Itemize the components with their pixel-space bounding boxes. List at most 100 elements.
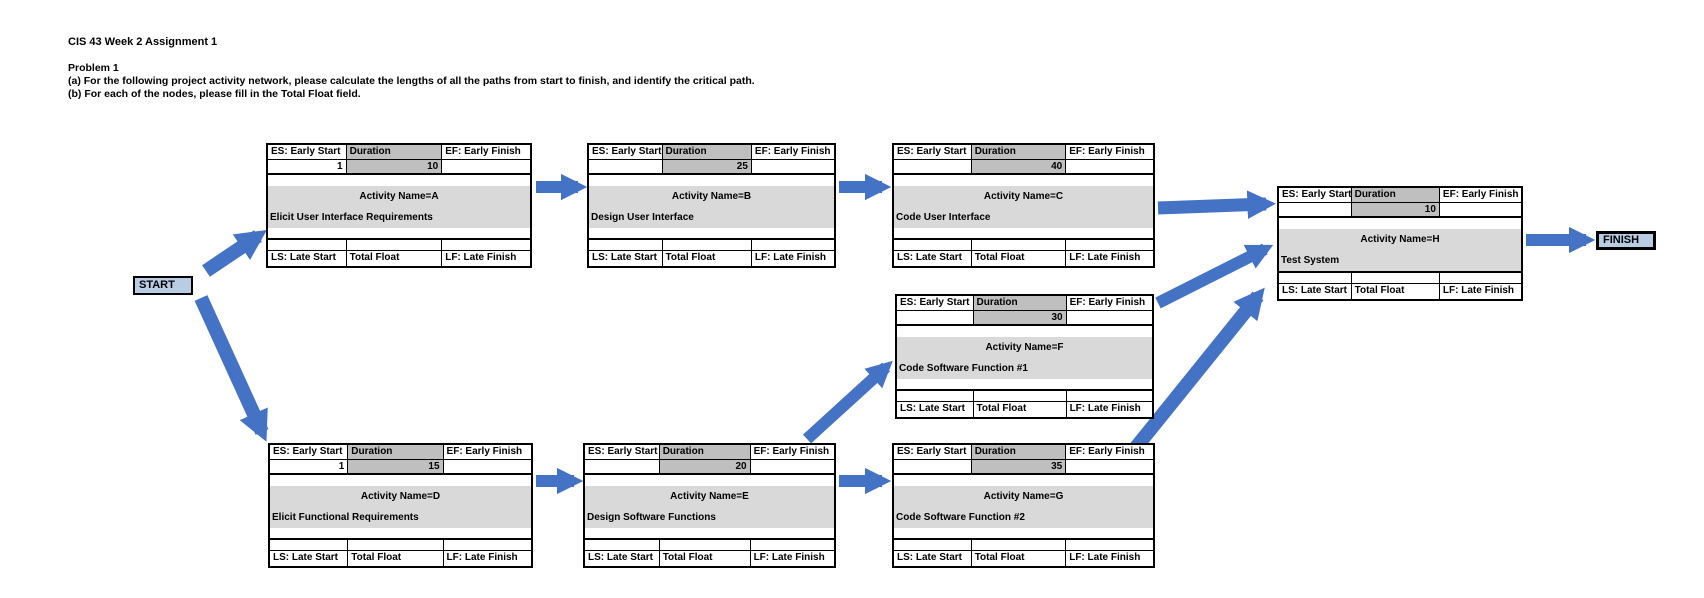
lf-value <box>1067 391 1152 401</box>
start-node: START <box>133 276 193 295</box>
total-float-value <box>1352 273 1440 283</box>
es-value: 1 <box>268 160 347 173</box>
duration-value: 30 <box>973 311 1067 324</box>
arrow-C-H <box>1157 190 1277 219</box>
ef-value <box>1440 203 1521 216</box>
duration-label: Duration <box>971 445 1067 459</box>
total-float-value <box>347 240 443 250</box>
es-value <box>894 160 972 173</box>
arrow-START-D <box>194 295 269 442</box>
instruction-a: (a) For the following project activity n… <box>68 75 755 87</box>
total-float-label: Total Float <box>1352 284 1440 299</box>
ls-label: LS: Late Start <box>894 251 972 266</box>
ef-label: EF: Early Finish <box>1442 189 1519 200</box>
es-value: 1 <box>270 460 349 473</box>
total-float-label: Total Float <box>347 251 443 266</box>
total-float-value <box>348 540 444 550</box>
duration-label: Duration <box>973 296 1067 310</box>
ls-value <box>270 540 349 550</box>
ls-value <box>897 391 974 401</box>
ls-value <box>1279 273 1352 283</box>
lf-label: LF: Late Finish <box>445 252 517 263</box>
duration-label: Duration <box>348 445 444 459</box>
activity-description: Code Software Function #2 <box>894 507 1153 528</box>
ls-label: LS: Late Start <box>268 251 347 266</box>
es-label: ES: Early Start <box>270 445 349 459</box>
lf-value <box>444 540 531 550</box>
ef-value <box>1066 160 1153 173</box>
activity-name: Activity Name=G <box>894 486 1153 507</box>
lf-label: LF: Late Finish <box>1069 252 1141 263</box>
ef-label: EF: Early Finish <box>1069 297 1146 308</box>
ls-label: LS: Late Start <box>894 551 972 566</box>
es-label: ES: Early Start <box>897 296 974 310</box>
total-float-value <box>660 540 751 550</box>
lf-label: LF: Late Finish <box>1069 552 1141 563</box>
activity-node-f: ES: Early Start Duration EF: Early Finis… <box>895 294 1154 419</box>
ls-value <box>585 540 660 550</box>
ef-label: EF: Early Finish <box>754 146 831 157</box>
duration-value: 35 <box>971 460 1067 473</box>
ef-label: EF: Early Finish <box>445 146 521 157</box>
lf-label: LF: Late Finish <box>1442 285 1515 296</box>
activity-node-a: ES: Early Start Duration EF: Early Finis… <box>266 143 532 268</box>
duration-label: Duration <box>662 145 752 159</box>
activity-node-c: ES: Early Start Duration EF: Early Finis… <box>892 143 1155 268</box>
ls-label: LS: Late Start <box>897 402 974 417</box>
duration-label: Duration <box>346 145 443 159</box>
duration-value: 15 <box>348 460 444 473</box>
es-label: ES: Early Start <box>585 445 660 459</box>
duration-value: 10 <box>1351 203 1440 216</box>
instruction-b: (b) For each of the nodes, please fill i… <box>68 88 361 100</box>
lf-value <box>1066 540 1153 550</box>
total-float-label: Total Float <box>972 251 1067 266</box>
problem-instructions: Problem 1 (a) For the following project … <box>68 62 755 101</box>
ls-value <box>589 240 663 250</box>
total-float-label: Total Float <box>974 402 1067 417</box>
es-value <box>585 460 660 473</box>
es-label: ES: Early Start <box>894 445 972 459</box>
activity-name: Activity Name=B <box>589 186 834 207</box>
ef-label: EF: Early Finish <box>1069 146 1145 157</box>
activity-name: Activity Name=F <box>897 337 1152 358</box>
activity-node-g: ES: Early Start Duration EF: Early Finis… <box>892 443 1155 568</box>
total-float-label: Total Float <box>663 251 752 266</box>
duration-value: 40 <box>971 160 1067 173</box>
total-float-value <box>972 540 1067 550</box>
lf-label: LF: Late Finish <box>1069 403 1141 414</box>
lf-label: LF: Late Finish <box>446 552 518 563</box>
total-float-label: Total Float <box>660 551 751 566</box>
ef-value <box>751 460 834 473</box>
page-title: CIS 43 Week 2 Assignment 1 <box>68 36 218 48</box>
lf-value <box>751 540 834 550</box>
problem-heading: Problem 1 <box>68 62 119 74</box>
ef-label: EF: Early Finish <box>1069 446 1145 457</box>
lf-value <box>752 240 834 250</box>
total-float-value <box>974 391 1067 401</box>
total-float-value <box>663 240 752 250</box>
ef-label: EF: Early Finish <box>753 446 830 457</box>
duration-label: Duration <box>1351 188 1440 202</box>
ef-value <box>1066 460 1153 473</box>
finish-node: FINISH <box>1596 231 1656 250</box>
es-label: ES: Early Start <box>268 145 347 159</box>
activity-description: Test System <box>1279 250 1521 271</box>
duration-label: Duration <box>971 145 1067 159</box>
es-label: ES: Early Start <box>894 145 972 159</box>
es-label: ES: Early Start <box>1279 188 1352 202</box>
activity-node-b: ES: Early Start Duration EF: Early Finis… <box>587 143 836 268</box>
activity-name: Activity Name=H <box>1279 229 1521 250</box>
ls-value <box>894 240 972 250</box>
activity-name: Activity Name=E <box>585 486 834 507</box>
total-float-label: Total Float <box>972 551 1067 566</box>
ef-label: EF: Early Finish <box>446 446 523 457</box>
activity-name: Activity Name=D <box>270 486 531 507</box>
activity-description: Code User Interface <box>894 207 1153 228</box>
arrow-F-H <box>1155 243 1274 309</box>
ef-value <box>442 160 530 173</box>
activity-description: Design Software Functions <box>585 507 834 528</box>
lf-value <box>442 240 530 250</box>
total-float-value <box>972 240 1067 250</box>
activity-node-d: ES: Early Start Duration EF: Early Finis… <box>268 443 533 568</box>
ef-value <box>752 160 834 173</box>
